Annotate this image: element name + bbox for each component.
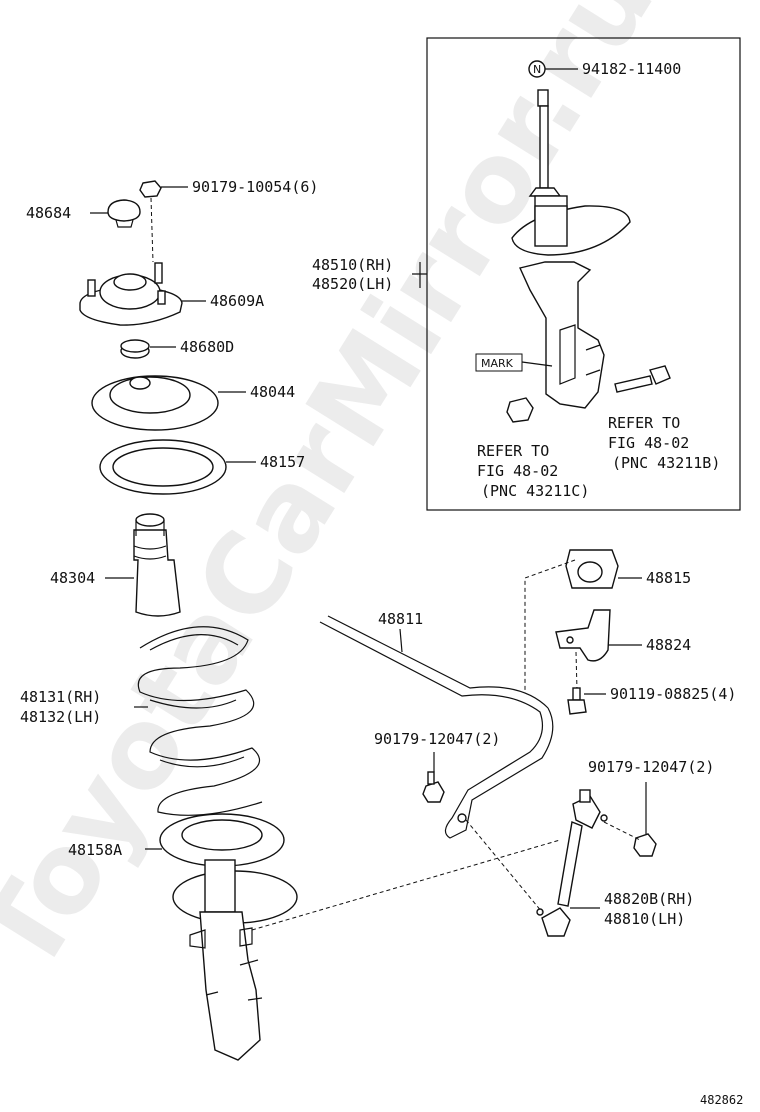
- label-48824: 48824: [646, 636, 691, 654]
- label-48680D: 48680D: [180, 338, 234, 356]
- label-48815: 48815: [646, 569, 691, 587]
- lower-strut-graphic: [172, 859, 298, 1061]
- bushing-48815-graphic: [565, 549, 619, 589]
- insulator-48157-graphic: [99, 439, 227, 495]
- bolt-90119-graphic: [567, 687, 587, 715]
- lower-seat-48158A-graphic: [159, 813, 285, 867]
- label-48131: 48131(RH): [20, 688, 101, 706]
- nut-symbol: N: [533, 63, 541, 76]
- ref-b-line2: FIG 48-02: [608, 434, 689, 452]
- label-48044: 48044: [250, 383, 295, 401]
- bracket-48824-graphic: [555, 609, 611, 662]
- label-48609A: 48609A: [210, 292, 264, 310]
- label-90119: 90119-08825(4): [610, 685, 736, 703]
- label-48520: 48520(LH): [312, 275, 393, 293]
- strut-48510-graphic: N: [511, 60, 631, 409]
- label-48132: 48132(LH): [20, 708, 101, 726]
- ref-b-line3: (PNC 43211B): [612, 454, 720, 472]
- stabilizer-bar-48811-graphic: [319, 615, 554, 839]
- nut-90179-10054-graphic: [139, 180, 162, 198]
- label-48684: 48684: [26, 204, 71, 222]
- label-48820B: 48820B(RH): [604, 890, 694, 908]
- coil-spring-48131-graphic: [137, 626, 263, 816]
- support-48609A-graphic: [79, 262, 183, 326]
- ref-c-line1: REFER TO: [477, 442, 549, 460]
- label-94182: 94182-11400: [582, 60, 681, 78]
- nut-90179-12047-b-graphic: [633, 833, 657, 857]
- mark-label: MARK: [481, 357, 514, 370]
- ref-c-line3: (PNC 43211C): [481, 482, 589, 500]
- label-90179-12047-a: 90179-12047(2): [374, 730, 500, 748]
- label-48157: 48157: [260, 453, 305, 471]
- nut-90179-12047-a-graphic: [422, 771, 445, 803]
- seat-48044-graphic: [91, 375, 219, 431]
- bolt-43211B-graphic: [614, 365, 671, 393]
- ref-c-line2: FIG 48-02: [477, 462, 558, 480]
- label-48510: 48510(RH): [312, 256, 393, 274]
- ref-b-line1: REFER TO: [608, 414, 680, 432]
- label-48304: 48304: [50, 569, 95, 587]
- bearing-48680D-graphic: [120, 339, 150, 359]
- boot-48304-graphic: [133, 513, 181, 617]
- figure-id: 482862: [700, 1093, 743, 1107]
- cap-48684-graphic: [107, 199, 141, 228]
- label-90179-10054: 90179-10054(6): [192, 178, 318, 196]
- label-48811: 48811: [378, 610, 423, 628]
- label-90179-12047-b: 90179-12047(2): [588, 758, 714, 776]
- nut-43211C-graphic: [506, 397, 534, 423]
- label-48158A: 48158A: [68, 841, 122, 859]
- link-48820B-graphic: [536, 789, 608, 937]
- label-48810: 48810(LH): [604, 910, 685, 928]
